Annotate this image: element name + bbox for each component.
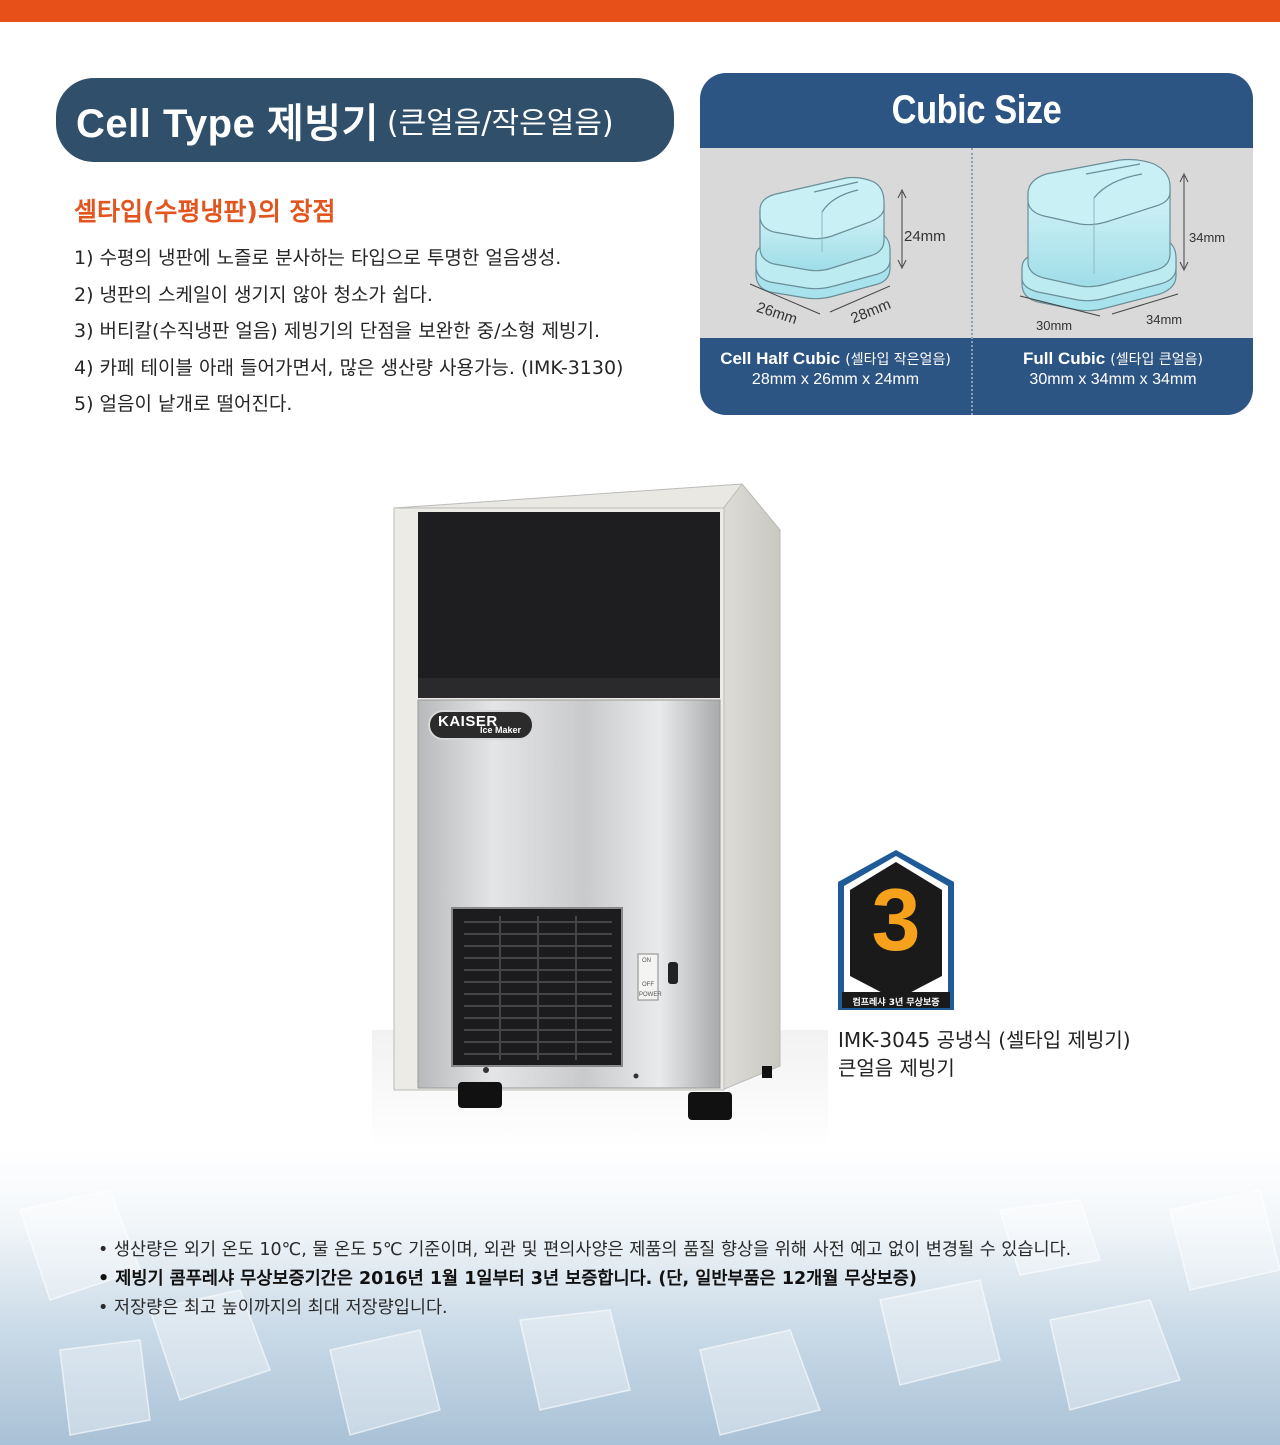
- half-cube-icon: [749, 176, 907, 315]
- brand-subtitle: Ice Maker: [480, 725, 522, 735]
- page-title: Cell Type 제빙기 (큰얼음/작은얼음): [56, 78, 674, 162]
- advantages-heading: 셀타입(수평냉판)의 장점: [74, 197, 336, 226]
- advantage-item: 4) 카페 테이블 아래 들어가면서, 많은 생산량 사용가능. (IMK-31…: [74, 356, 624, 379]
- cubic-size-title: Cubic Size: [891, 88, 1062, 132]
- footnote-item: 저장량은 최고 높이까지의 최대 저장량입니다.: [98, 1294, 1071, 1323]
- half-cube-height-label: 24mm: [904, 228, 946, 245]
- full-cube-height-label: 34mm: [1189, 230, 1226, 245]
- full-cube-caption: Full Cubic (셀타입 큰얼음) 30mm x 34mm x 34mm: [973, 349, 1253, 389]
- warranty-badge: 3 컴프레샤 3년 무상보증: [836, 850, 956, 1010]
- full-cube-dimensions: 30mm x 34mm x 34mm: [1029, 371, 1197, 388]
- ice-maker-product-image: KAISER Ice Maker ON OFF POWER: [372, 470, 828, 1150]
- half-cube-caption: Cell Half Cubic (셀타입 작은얼음) 28mm x 26mm x…: [700, 349, 971, 389]
- advantage-item: 2) 냉판의 스케일이 생기지 않아 청소가 쉽다.: [74, 283, 433, 306]
- footnote-item-warranty: 제빙기 콤푸레샤 무상보증기간은 2016년 1월 1일부터 3년 보증합니다.…: [98, 1265, 1071, 1294]
- ice-cubes-decoration: [19, 1189, 1280, 1436]
- title-subtitle: (큰얼음/작은얼음): [386, 106, 614, 141]
- warranty-caption: 컴프레샤 3년 무상보증: [852, 998, 940, 1008]
- advantage-item: 1) 수평의 냉판에 노즐로 분사하는 타입으로 투명한 얼음생성.: [74, 247, 562, 269]
- ice-maker-illustration: [372, 483, 828, 1150]
- full-cube-icon: [1019, 158, 1189, 317]
- switch-power-label: POWER: [639, 992, 662, 998]
- model-type: 큰얼음 제빙기: [838, 1056, 955, 1080]
- model-name: IMK-3045 공냉식 (셀타입 제빙기): [838, 1028, 1131, 1052]
- full-cube-note: (셀타입 큰얼음): [1110, 352, 1203, 368]
- cubic-size-panel: Cubic Size 24mm 26mm 28mm: [700, 73, 1253, 415]
- half-cube-dimensions: 28mm x 26mm x 24mm: [751, 371, 920, 388]
- title-main: Cell Type 제빙기: [76, 102, 379, 146]
- footnotes: 생산량은 외기 온도 10℃, 물 온도 5℃ 기준이며, 외관 및 편의사양은…: [98, 1236, 1071, 1323]
- brand-name: KAISER: [438, 713, 498, 730]
- full-cube-name: Full Cubic: [1023, 349, 1106, 368]
- warranty-years: 3: [871, 870, 921, 969]
- advantage-item: 3) 버티칼(수직냉판 얼음) 제빙기의 단점을 보완한 중/소형 제빙기.: [74, 320, 601, 342]
- advantage-item: 5) 얼음이 낱개로 떨어진다.: [74, 393, 293, 415]
- full-cube-right-label: 34mm: [1146, 312, 1183, 327]
- top-accent-bar: [0, 0, 1280, 22]
- cube-divider: [971, 148, 973, 415]
- switch-off-label: OFF: [642, 982, 654, 988]
- footnote-item: 생산량은 외기 온도 10℃, 물 온도 5℃ 기준이며, 외관 및 편의사양은…: [98, 1236, 1071, 1265]
- advantages-list: 1) 수평의 냉판에 노즐로 분사하는 타입으로 투명한 얼음생성. 2) 냉판…: [74, 240, 623, 423]
- half-cube-note: (셀타입 작은얼음): [845, 352, 951, 368]
- hexagon-badge-icon: [838, 850, 954, 1010]
- full-cube-left-label: 30mm: [1036, 318, 1073, 333]
- switch-on-label: ON: [642, 958, 651, 964]
- half-cube-name: Cell Half Cubic: [720, 349, 841, 368]
- brand-logo: KAISER Ice Maker: [428, 710, 534, 740]
